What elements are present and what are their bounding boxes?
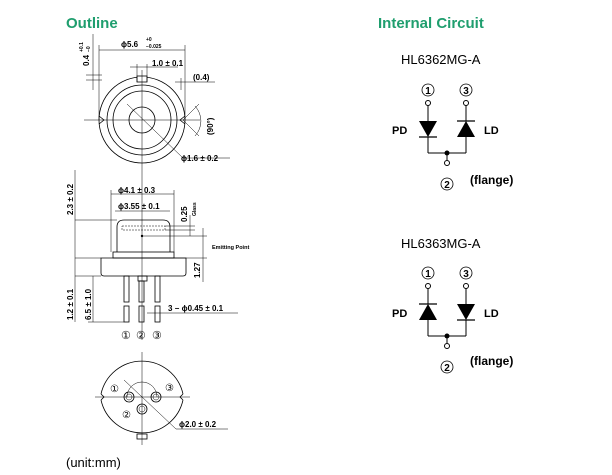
circuit-1-pd-label: PD: [392, 125, 407, 137]
cap-height-dim: 2.3 ± 0.2: [66, 183, 75, 215]
flange-thickness-dim: 1.2 ± 0.1: [66, 288, 75, 320]
side-pin-3: ③: [152, 330, 162, 342]
flange: [100, 257, 187, 277]
circuit-2-pin-3: 3: [463, 269, 469, 280]
top-view: ϕ1.6 ± 0.2 ϕ5.6 +0 −0.025 1.0 ± 0.1 (0.4…: [79, 34, 230, 170]
bottom-pin-1: ①: [110, 384, 119, 395]
circuit-1-pin-1: 1: [425, 86, 431, 97]
circuit-2-pd-label: PD: [392, 308, 407, 320]
outline-title: Outline: [66, 15, 118, 32]
bottom-view: ① ③ ② ϕ2.0 ± 0.2: [95, 352, 228, 445]
circuit-1-flange-label: (flange): [470, 173, 513, 187]
notch-depth-dim: (0.4): [193, 73, 210, 82]
circuit-2-pin-2: 2: [444, 363, 450, 374]
glass-label: Glass: [192, 202, 198, 216]
circuit-1-pin-2: 2: [444, 180, 450, 191]
side-window-diameter-dim: ϕ3.55 ± 0.1: [118, 202, 160, 211]
pd-diode-icon: [419, 121, 437, 137]
notch-angle-dim: (90°): [206, 117, 215, 135]
side-pin-2: ②: [136, 330, 146, 342]
circuit-2-ld-label: LD: [484, 308, 499, 320]
top-height-dim: 0.4: [82, 54, 91, 66]
lead-length-dim: 6.5 ± 1.0: [84, 288, 93, 320]
emitting-height-dim: 1.27: [193, 262, 202, 278]
side-view: ① ② ③ ϕ4.1 ± 0.3 ϕ3.55 ± 0.1 0.25 Glass …: [66, 170, 249, 342]
top-window-diameter: ϕ1.6 ± 0.2: [181, 154, 219, 163]
ld-diode-icon: [457, 304, 475, 320]
unit-note: (unit:mm): [66, 455, 121, 470]
leads: [123, 275, 161, 323]
emitting-point-label: Emitting Point: [212, 245, 249, 251]
svg-text:+0: +0: [146, 37, 152, 43]
bottom-pin-2: ②: [122, 410, 131, 421]
side-pin-1: ①: [121, 330, 131, 342]
circuit-1-pin-3: 3: [463, 86, 469, 97]
circuit-1: 1 3 2 PD LD (flange): [392, 83, 513, 191]
circuit-1-model: HL6362MG-A: [401, 52, 481, 67]
svg-text:+0.1: +0.1: [79, 42, 85, 52]
glass-thickness-dim: 0.25: [180, 206, 189, 222]
svg-text:−0.025: −0.025: [146, 44, 162, 50]
notch-width-dim: 1.0 ± 0.1: [152, 59, 184, 68]
bottom-pin-3: ③: [165, 383, 174, 394]
ld-diode-icon: [457, 121, 475, 137]
circuit-2: 1 3 2 PD LD (flange): [392, 266, 513, 374]
svg-text:−0: −0: [86, 46, 92, 52]
circuit-1-ld-label: LD: [484, 125, 499, 137]
circuit-2-model: HL6363MG-A: [401, 236, 481, 251]
pd-diode-icon: [419, 304, 437, 320]
circuit-2-flange-label: (flange): [470, 354, 513, 368]
internal-circuit-title: Internal Circuit: [378, 15, 484, 32]
lead-diameter-dim: 3 − ϕ0.45 ± 0.1: [168, 304, 224, 313]
glass-window: [121, 225, 166, 231]
circuit-2-pin-1: 1: [425, 269, 431, 280]
cap-diameter-dim: ϕ4.1 ± 0.3: [118, 186, 156, 195]
top-outer-diameter: ϕ5.6: [121, 40, 139, 49]
pin-circle-diameter-dim: ϕ2.0 ± 0.2: [179, 420, 217, 429]
